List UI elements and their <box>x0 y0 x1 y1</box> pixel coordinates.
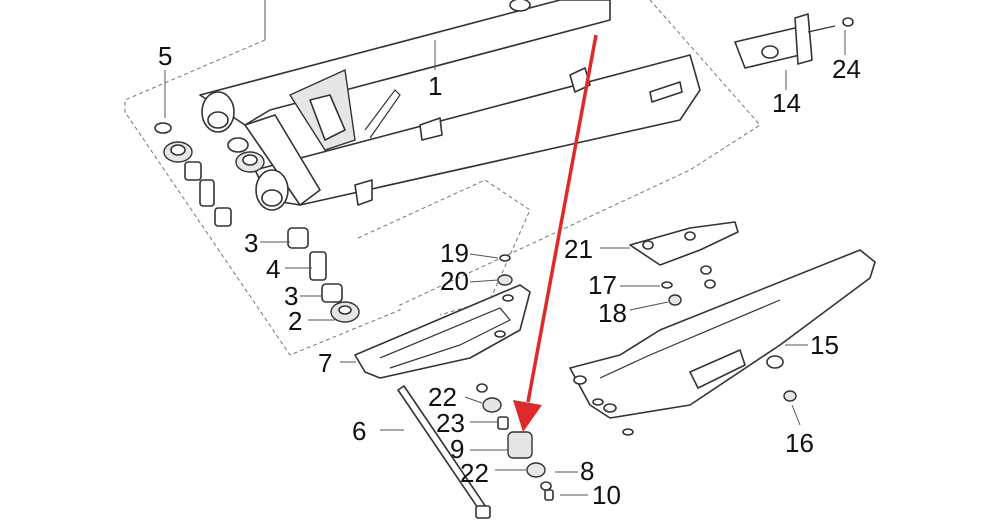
callout-5: 5 <box>158 41 172 71</box>
callout-19: 19 <box>440 238 469 268</box>
callout-18: 18 <box>598 298 627 328</box>
callout-22-upper: 22 <box>428 382 457 412</box>
callouts: 1 2 3 3 4 5 6 7 8 9 10 14 15 16 17 18 19… <box>158 41 861 510</box>
callout-6: 6 <box>352 416 366 446</box>
callout-24: 24 <box>832 54 861 84</box>
indicator-arrow <box>513 34 598 432</box>
pivot-shaft <box>397 385 491 519</box>
callout-14: 14 <box>772 88 801 118</box>
callout-1: 1 <box>428 71 442 101</box>
callout-20: 20 <box>440 266 469 296</box>
chain-guide-plate <box>629 221 739 266</box>
callout-3-lower: 3 <box>284 281 298 311</box>
hardware <box>476 254 797 501</box>
callout-8: 8 <box>580 456 594 486</box>
callout-21: 21 <box>564 234 593 264</box>
chain-guard <box>354 284 531 379</box>
swingarm-group-boundary <box>124 0 761 356</box>
callout-22-lower: 22 <box>460 458 489 488</box>
callout-3-upper: 3 <box>244 228 258 258</box>
callout-23: 23 <box>436 408 465 438</box>
chain-slider <box>569 249 876 419</box>
callout-4: 4 <box>266 254 280 284</box>
callout-2: 2 <box>288 306 302 336</box>
pivot-bearing-stack-left <box>154 122 232 227</box>
callout-9: 9 <box>450 434 464 464</box>
callout-10: 10 <box>592 480 621 510</box>
swingarm <box>199 0 701 211</box>
callout-17: 17 <box>588 270 617 300</box>
chain-adjuster <box>734 13 854 69</box>
callout-15: 15 <box>810 330 839 360</box>
leader-lines <box>164 0 846 496</box>
callout-16: 16 <box>785 428 814 458</box>
pivot-bearing-stack-right <box>227 137 360 323</box>
callout-7: 7 <box>318 348 332 378</box>
